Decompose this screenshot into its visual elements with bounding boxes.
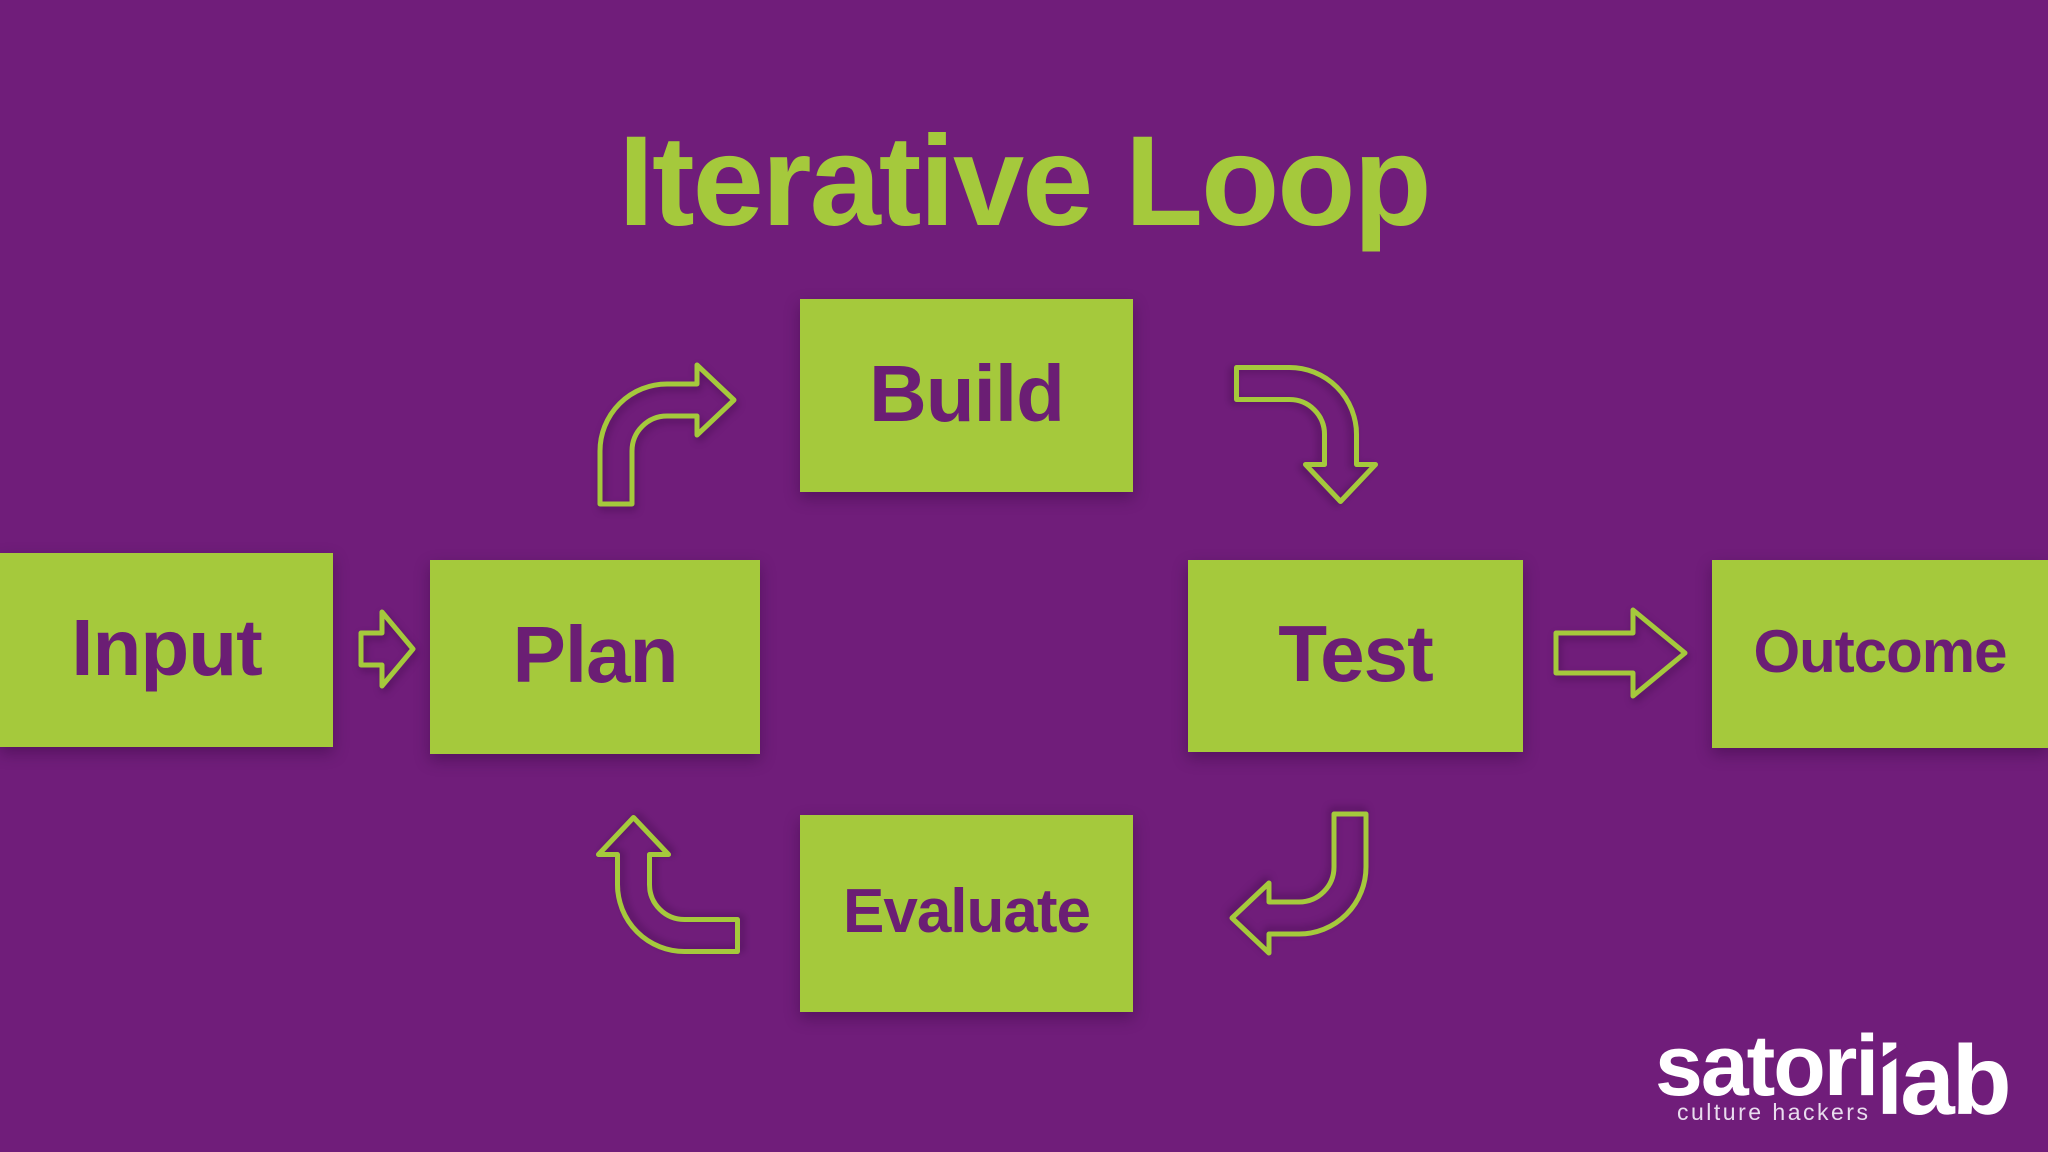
- node-build-label: Build: [869, 348, 1065, 438]
- arrow-test-to-evaluate-icon: [1229, 811, 1369, 957]
- node-evaluate-label: Evaluate: [842, 876, 1091, 946]
- node-plan: Plan: [430, 560, 760, 754]
- node-input-label: Input: [71, 603, 262, 692]
- node-build: Build: [800, 299, 1133, 492]
- node-outcome: Outcome: [1712, 560, 2048, 748]
- arrow-test-to-outcome-icon: [1553, 605, 1689, 701]
- arrow-input-to-plan-icon: [358, 606, 416, 692]
- arrow-evaluate-to-plan-icon: [596, 812, 740, 957]
- arrow-build-to-test-icon: [1234, 362, 1378, 507]
- satori-lab-logo: satori lab culture hackers: [1630, 1000, 2048, 1150]
- node-evaluate: Evaluate: [800, 815, 1133, 1012]
- logo-lab-text: lab: [1876, 1025, 2012, 1135]
- logo-satori-text: satori: [1655, 1018, 1879, 1114]
- node-test: Test: [1188, 560, 1523, 752]
- node-input: Input: [0, 553, 333, 747]
- node-plan-label: Plan: [512, 610, 679, 699]
- node-outcome-label: Outcome: [1753, 618, 2007, 685]
- diagram-title: Iterative Loop: [618, 110, 1431, 253]
- arrow-plan-to-build-icon: [597, 361, 737, 507]
- logo-tagline: culture hackers: [1677, 1099, 1871, 1125]
- node-test-label: Test: [1278, 609, 1434, 698]
